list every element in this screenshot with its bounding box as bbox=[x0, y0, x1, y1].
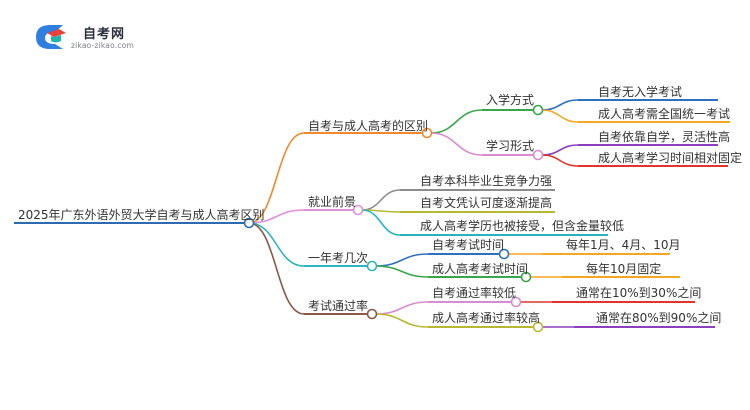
edge-root-branch-3 bbox=[248, 222, 305, 315]
branch-0-label[interactable]: 自考与成人高考的区别 bbox=[308, 118, 428, 133]
branch-0-knob[interactable] bbox=[421, 127, 433, 139]
edge-branch-1-child-2 bbox=[361, 209, 401, 236]
logo-url: zikao-zikao.com bbox=[71, 41, 134, 50]
branch-1-knob[interactable] bbox=[352, 204, 364, 216]
edge-branch-3-child-1 bbox=[375, 313, 429, 328]
edge-branch-0-child-1-leaf-0 bbox=[541, 144, 579, 156]
edge-branch-0-child-0-leaf-1 bbox=[541, 109, 579, 123]
site-logo[interactable]: 自考网 zikao-zikao.com bbox=[33, 20, 173, 56]
edge-branch-0-child-0-leaf-0 bbox=[541, 99, 579, 111]
edge-branch-0-child-1-leaf-1 bbox=[541, 154, 579, 167]
branch-0-child-1-knob[interactable] bbox=[532, 149, 544, 161]
branch-2-knob[interactable] bbox=[366, 260, 378, 272]
branch-3-child-0-label[interactable]: 自考通过率较低 bbox=[432, 285, 516, 300]
branch-3-child-0-knob[interactable] bbox=[510, 296, 522, 308]
branch-0-child-1-label[interactable]: 学习形式 bbox=[486, 138, 534, 153]
branch-1-label[interactable]: 就业前景 bbox=[308, 194, 356, 209]
branch-2-child-0-label[interactable]: 自考考试时间 bbox=[432, 237, 504, 252]
branch-2-child-0-knob[interactable] bbox=[498, 248, 510, 260]
branch-0-child-1-leaf-0-label[interactable]: 自考依靠自学，灵活性高 bbox=[598, 129, 730, 144]
root-node-label[interactable]: 2025年广东外语外贸大学自考与成人高考区别 bbox=[18, 207, 265, 222]
branch-2-child-1-knob[interactable] bbox=[520, 271, 532, 283]
branch-0-child-0-leaf-1-label[interactable]: 成人高考需全国统一考试 bbox=[598, 106, 730, 121]
branch-1-child-1-label[interactable]: 自考文凭认可度逐渐提高 bbox=[420, 195, 552, 210]
edge-root-branch-1 bbox=[248, 209, 305, 224]
edge-branch-0-child-0 bbox=[430, 109, 483, 134]
branch-3-label[interactable]: 考试通过率 bbox=[308, 298, 368, 313]
branch-1-child-0-label[interactable]: 自考本科毕业生竞争力强 bbox=[420, 174, 552, 188]
edge-root-branch-2 bbox=[248, 222, 305, 267]
branch-3-knob[interactable] bbox=[366, 308, 378, 320]
edge-root-branch-0 bbox=[248, 132, 305, 224]
root-knob[interactable] bbox=[243, 217, 255, 229]
branch-1-child-2-label[interactable]: 成人高考学历也被接受，但含金量较低 bbox=[420, 218, 624, 233]
branch-3-child-0-leaf-0-label[interactable]: 通常在10%到30%之间 bbox=[576, 286, 701, 300]
branch-2-label[interactable]: 一年考几次 bbox=[308, 251, 368, 265]
graduation-cap-icon bbox=[36, 25, 66, 49]
branch-0-child-0-knob[interactable] bbox=[532, 104, 544, 116]
branch-2-child-1-label[interactable]: 成人高考考试时间 bbox=[432, 261, 528, 276]
edge-branch-3-child-0 bbox=[375, 301, 429, 315]
branch-2-child-0-leaf-0-label[interactable]: 每年1月、4月、10月 bbox=[566, 237, 681, 252]
edge-branch-2-child-1 bbox=[375, 265, 429, 278]
branch-3-child-1-leaf-0-label[interactable]: 通常在80%到90%之间 bbox=[596, 311, 721, 325]
edge-branch-1-child-0 bbox=[361, 189, 401, 211]
branch-3-child-1-label[interactable]: 成人高考通过率较高 bbox=[432, 310, 540, 325]
logo-name: 自考网 bbox=[83, 27, 126, 42]
edge-branch-0-child-1 bbox=[430, 132, 483, 156]
branch-0-child-0-leaf-0-label[interactable]: 自考无入学考试 bbox=[598, 84, 682, 99]
branch-3-child-1-knob[interactable] bbox=[532, 321, 544, 333]
branch-0-child-0-label[interactable]: 入学方式 bbox=[486, 92, 534, 107]
branch-2-child-1-leaf-0-label[interactable]: 每年10月固定 bbox=[586, 261, 661, 276]
edge-branch-2-child-0 bbox=[375, 253, 429, 267]
branch-0-child-1-leaf-1-label[interactable]: 成人高考学习时间相对固定 bbox=[598, 150, 742, 165]
